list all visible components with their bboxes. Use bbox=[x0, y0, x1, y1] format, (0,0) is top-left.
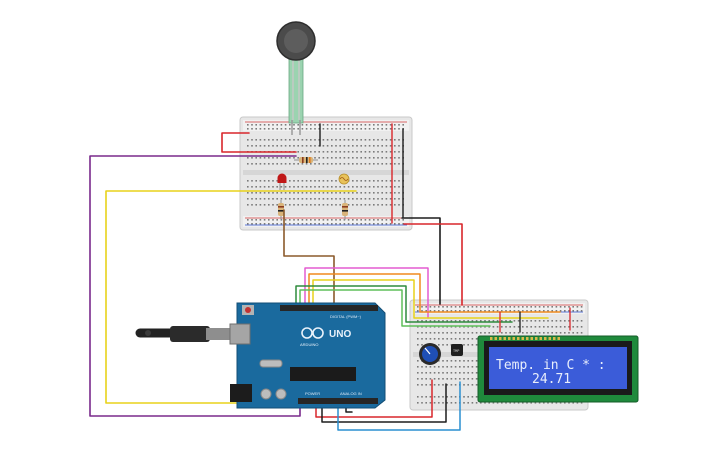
lcd-line-2: 24.71 bbox=[532, 372, 571, 387]
resistor-icon[interactable] bbox=[342, 200, 348, 220]
resistor-icon[interactable] bbox=[278, 200, 284, 220]
analog-label: ANALOG IN bbox=[340, 391, 362, 396]
red-wire bbox=[315, 379, 433, 418]
orange-wire bbox=[308, 273, 561, 313]
green-wire bbox=[299, 289, 491, 327]
black-wire bbox=[321, 383, 447, 423]
arduino-brand-label: ARDUINO bbox=[300, 342, 318, 347]
red-wire bbox=[403, 223, 463, 306]
top-breadboard[interactable] bbox=[239, 116, 413, 231]
power-label: POWER bbox=[305, 391, 320, 396]
arduino-logo bbox=[301, 327, 324, 339]
red-wire bbox=[221, 132, 297, 153]
force-sensor-icon[interactable] bbox=[276, 21, 316, 135]
arduino-uno-board[interactable]: UNO ARDUINO DIGITAL (PWM~) POWER ANALOG … bbox=[229, 302, 386, 409]
wires[interactable] bbox=[89, 123, 571, 431]
black-wire bbox=[401, 217, 441, 305]
purple-wire bbox=[89, 155, 301, 417]
yellow-wire bbox=[312, 279, 549, 319]
uno-model-label: UNO bbox=[329, 329, 351, 340]
resistor-icon[interactable] bbox=[294, 157, 318, 163]
red-led-icon[interactable] bbox=[277, 173, 287, 191]
temperature-sensor-icon[interactable]: TMP bbox=[451, 344, 463, 356]
potentiometer-icon[interactable] bbox=[419, 343, 441, 365]
lcd-line-1: Temp. in C * : bbox=[496, 358, 606, 373]
svg-text:TMP: TMP bbox=[453, 349, 459, 353]
photoresistor-icon[interactable] bbox=[338, 173, 350, 185]
blue-wire bbox=[337, 381, 461, 431]
yellow-wire bbox=[105, 190, 357, 404]
digital-header-label: DIGITAL (PWM~) bbox=[330, 314, 362, 319]
usb-cable-icon bbox=[135, 326, 236, 342]
lcd-display[interactable]: Temp. in C * : 24.71 bbox=[477, 335, 639, 403]
green-wire bbox=[295, 285, 513, 323]
